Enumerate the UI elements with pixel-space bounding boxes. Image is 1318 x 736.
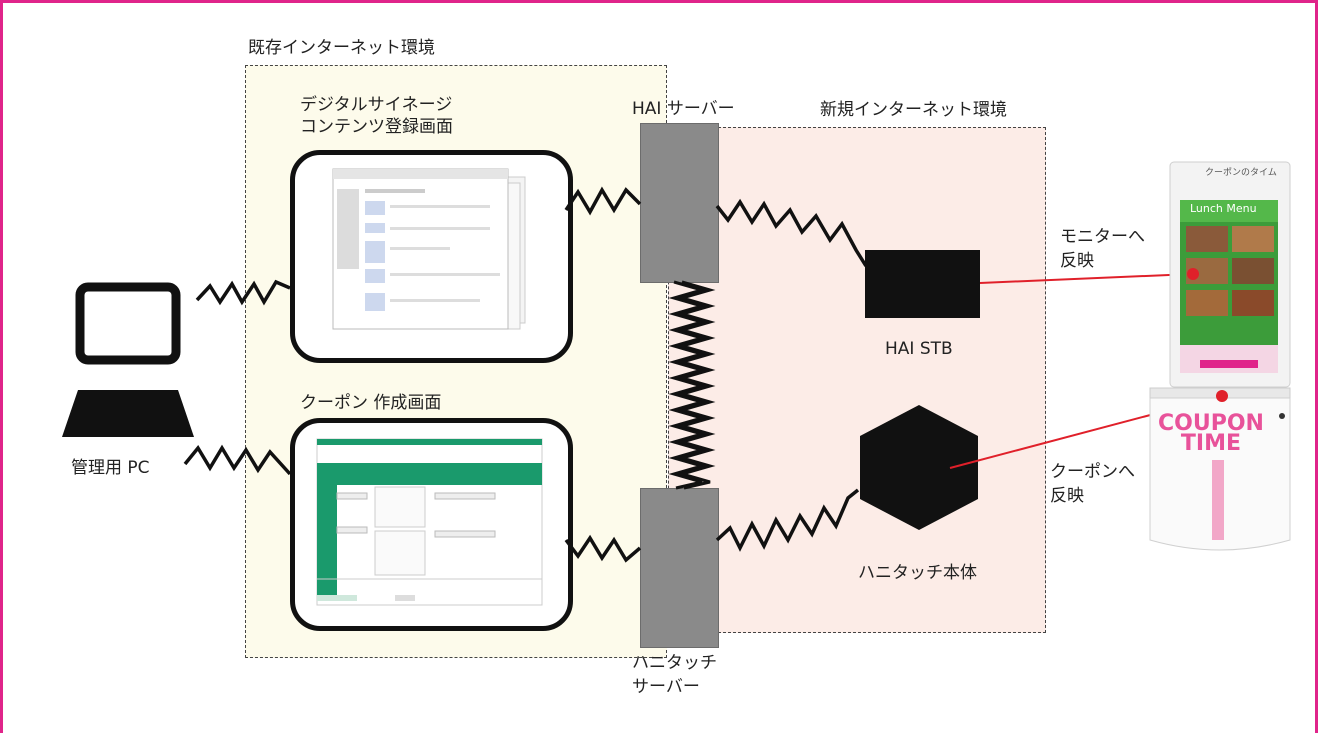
new-internet-zone (668, 127, 1046, 633)
hanitouch-server-label: ハニタッチ サーバー (632, 653, 717, 697)
monitor-dot (1187, 268, 1199, 280)
arrow-monitor (979, 273, 1193, 284)
new-zone-label: 新規インターネット環境 (820, 100, 1007, 120)
coupon-dot (1216, 390, 1228, 402)
hai-server-label: HAI サーバー (632, 99, 735, 119)
kiosk-logo: COUPON TIME (1158, 411, 1264, 456)
kiosk-top-label: クーポンのタイム (1205, 168, 1277, 178)
coupon-screen-card (290, 418, 573, 631)
hanitouch-body-label: ハニタッチ本体 (858, 563, 977, 583)
coupon-screen-label: クーポン 作成画面 (300, 393, 442, 413)
kiosk-screen-title: Lunch Menu (1190, 202, 1257, 215)
hai-server (640, 123, 719, 283)
signage-screen-label: デジタルサイネージ コンテンツ登録画面 (300, 95, 453, 137)
existing-zone-label: 既存インターネット環境 (248, 38, 435, 58)
coupon-kiosk-image (1149, 161, 1291, 551)
link-pc-coupon (183, 444, 292, 476)
coupon-annotation: クーポンへ 反映 (1050, 462, 1135, 506)
coupon-screenshot (316, 438, 543, 606)
link-server-server (668, 280, 708, 490)
pc-label: 管理用 PC (71, 458, 150, 478)
pc-icon (62, 282, 194, 437)
monitor-annotation: モニターへ 反映 (1060, 227, 1145, 271)
link-pc-signage (195, 279, 291, 306)
hanitouch-body-icon (860, 405, 978, 530)
link-signage-haiserver (564, 186, 642, 216)
stb-label: HAI STB (885, 339, 953, 359)
hai-stb-icon (865, 250, 980, 318)
link-haiserver-stb (715, 198, 868, 267)
signage-screen-card (290, 150, 573, 363)
signage-screenshot (332, 168, 526, 330)
link-hanitouchserver-body (715, 488, 860, 552)
hanitouch-server (640, 488, 719, 648)
link-coupon-hanitouchserver (564, 534, 642, 563)
